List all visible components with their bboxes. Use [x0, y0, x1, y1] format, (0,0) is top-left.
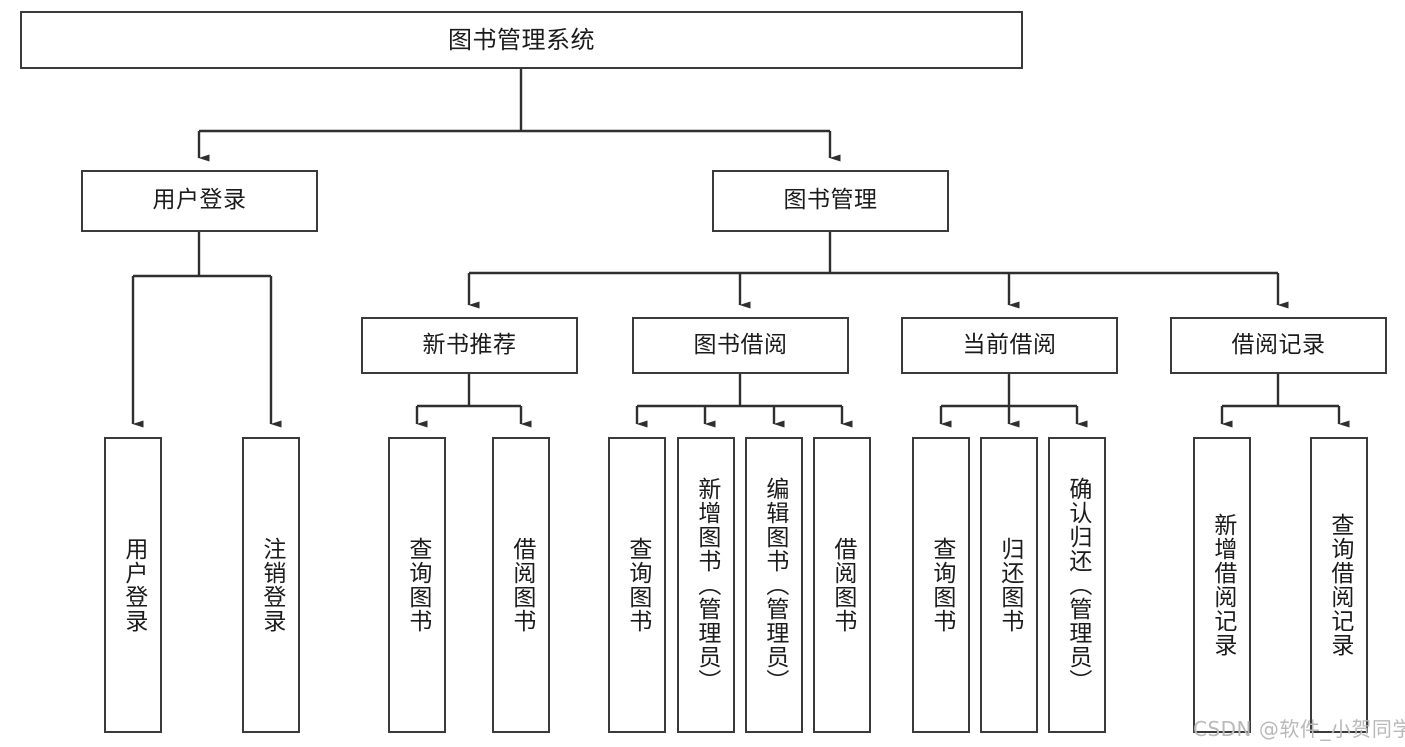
node-label: 借阅图书	[829, 537, 856, 633]
leaf-borrow-add-book-admin[interactable]: 新增图书（管理员）	[677, 437, 735, 733]
leaf-current-confirm-return-admin[interactable]: 确认归还（管理员）	[1048, 437, 1106, 733]
csdn-watermark: CSDN @软件_小贺同学	[1193, 713, 1405, 742]
leaf-recommend-borrow-book[interactable]: 借阅图书	[492, 437, 550, 733]
node-label: 图书管理系统	[448, 25, 595, 54]
node-label: 注销登录	[258, 537, 285, 633]
node-book-management[interactable]: 图书管理	[712, 170, 949, 232]
node-label: 用户登录	[152, 187, 247, 214]
node-current-borrow[interactable]: 当前借阅	[901, 317, 1118, 374]
node-label: 当前借阅	[962, 331, 1057, 358]
node-label: 借阅图书	[508, 537, 535, 633]
leaf-recommend-query-book[interactable]: 查询图书	[388, 437, 446, 733]
node-borrow-record[interactable]: 借阅记录	[1170, 317, 1387, 374]
node-label: 图书管理	[783, 187, 878, 214]
node-label: 查询图书	[928, 537, 955, 633]
leaf-record-add-record[interactable]: 新增借阅记录	[1193, 437, 1251, 733]
leaf-borrow-query-book[interactable]: 查询图书	[608, 437, 666, 733]
node-label: 用户登录	[120, 537, 147, 633]
node-label: 编辑图书（管理员）	[761, 477, 788, 693]
node-label: 新增借阅记录	[1209, 513, 1236, 657]
node-book-borrow[interactable]: 图书借阅	[632, 317, 849, 374]
leaf-borrow-edit-book-admin[interactable]: 编辑图书（管理员）	[745, 437, 803, 733]
node-label: 新增图书（管理员）	[693, 477, 720, 693]
node-label: 查询借阅记录	[1326, 513, 1353, 657]
leaf-record-query-record[interactable]: 查询借阅记录	[1310, 437, 1368, 733]
node-label: 查询图书	[404, 537, 431, 633]
leaf-current-query-book[interactable]: 查询图书	[912, 437, 970, 733]
leaf-user-login[interactable]: 用户登录	[104, 437, 162, 733]
node-user-login[interactable]: 用户登录	[81, 170, 318, 232]
node-new-book-recommend[interactable]: 新书推荐	[361, 317, 578, 374]
leaf-user-logout[interactable]: 注销登录	[242, 437, 300, 733]
node-root-system[interactable]: 图书管理系统	[20, 11, 1023, 69]
node-label: 归还图书	[996, 537, 1023, 633]
node-label: 查询图书	[624, 537, 651, 633]
node-label: 新书推荐	[422, 331, 517, 358]
leaf-borrow-borrow-book[interactable]: 借阅图书	[813, 437, 871, 733]
watermark-text: CSDN @软件_小贺同学	[1193, 717, 1405, 741]
node-label: 确认归还（管理员）	[1064, 477, 1091, 693]
node-label: 借阅记录	[1231, 331, 1326, 358]
node-label: 图书借阅	[693, 331, 788, 358]
leaf-current-return-book[interactable]: 归还图书	[980, 437, 1038, 733]
